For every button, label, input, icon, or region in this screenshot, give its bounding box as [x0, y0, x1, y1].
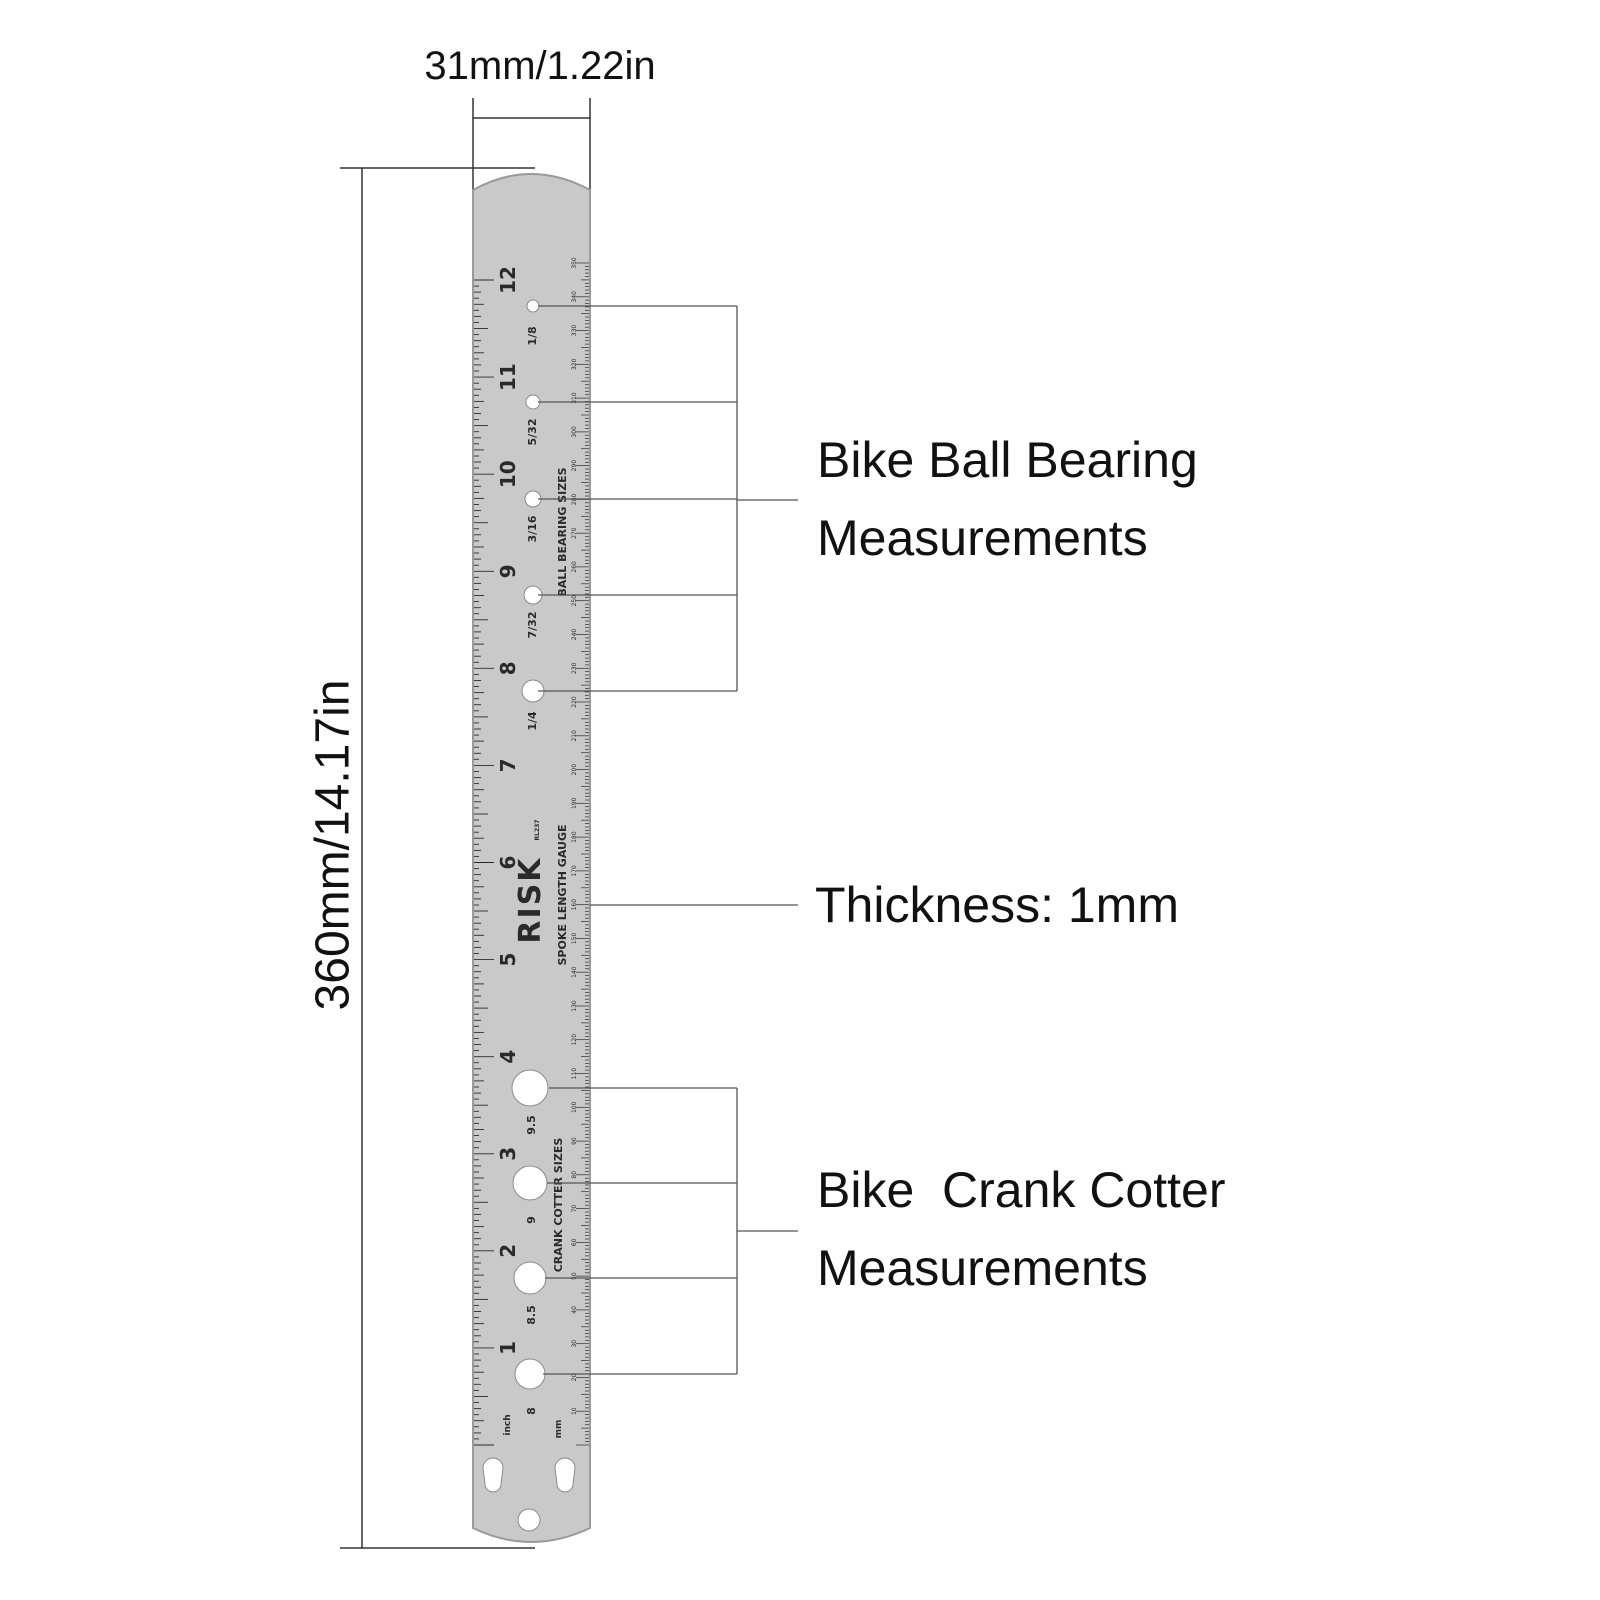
mm-number: 50 [571, 1272, 578, 1280]
mm-number: 10 [571, 1407, 578, 1415]
inch-number: 7 [496, 758, 520, 772]
mm-unit-label: mm [554, 1420, 564, 1439]
crank-cotter-hole [512, 1165, 548, 1201]
ruler-body [472, 173, 591, 1543]
inch-number: 10 [496, 460, 520, 488]
mm-number: 260 [571, 561, 578, 573]
model-number: RL237 [534, 820, 541, 841]
mm-number: 250 [571, 595, 578, 607]
mounting-holes [482, 1457, 576, 1532]
mm-number: 190 [571, 797, 578, 809]
ball-bearing-callout-line1: Bike Ball Bearing [817, 432, 1198, 488]
mm-number: 90 [571, 1137, 578, 1145]
ball-bearing-size-label: 3/16 [526, 515, 539, 542]
ball-bearing-section-label: BALL BEARING SIZES [556, 467, 569, 596]
mm-number: 160 [571, 899, 578, 911]
width-dimension-lines [340, 98, 591, 1549]
crank-cotter-hole [513, 1261, 547, 1295]
mm-number: 240 [571, 629, 578, 641]
ball-bearing-callout: Bike Ball Bearing Measurements [817, 421, 1198, 577]
ball-bearing-leader-lines [538, 305, 798, 692]
ball-bearing-size-label: 5/32 [526, 419, 539, 446]
inch-number: 4 [496, 1050, 520, 1064]
mm-number: 170 [571, 865, 578, 877]
tick-marks [474, 262, 589, 1446]
mm-number: 290 [571, 460, 578, 472]
mm-number: 60 [571, 1238, 578, 1246]
mm-number: 150 [571, 932, 578, 944]
ball-bearing-size-label: 1/4 [526, 711, 539, 731]
inch-unit-label: inch [503, 1414, 513, 1435]
mm-number: 330 [571, 325, 578, 337]
crank-cotter-size-label: 8 [525, 1407, 538, 1415]
mm-number: 270 [571, 527, 578, 539]
ball-bearing-size-label: 1/8 [526, 326, 539, 345]
measurement-holes [511, 299, 549, 1390]
inch-number: 1 [496, 1341, 520, 1355]
inch-number: 8 [496, 661, 520, 675]
mm-number: 320 [571, 358, 578, 370]
ball-bearing-size-label: 7/32 [526, 612, 539, 639]
crank-cotter-callout-line1: Bike Crank Cotter [817, 1162, 1226, 1218]
mm-number: 100 [571, 1101, 578, 1113]
mm-number: 180 [571, 831, 578, 843]
crank-cotter-size-label: 8.5 [525, 1305, 538, 1325]
inch-number: 6 [496, 856, 520, 870]
inch-number: 9 [496, 564, 520, 578]
mm-numbers: 10 20 30 40 50 60 70 80 90 100 110 120 130 140 150 160 1… [571, 257, 578, 1415]
mm-number: 110 [571, 1068, 578, 1080]
spoke-section-label: SPOKE LENGTH GAUGE [556, 825, 569, 966]
ball-bearing-callout-line2: Measurements [817, 510, 1148, 566]
mm-number: 80 [571, 1171, 578, 1179]
mm-number: 350 [571, 257, 578, 269]
mm-number: 310 [571, 392, 578, 404]
mm-number: 300 [571, 426, 578, 438]
mm-number: 70 [571, 1205, 578, 1213]
brand-logo: RISK [513, 856, 548, 943]
crank-cotter-size-label: 9 [525, 1216, 538, 1224]
crank-cotter-hole [514, 1358, 546, 1390]
mm-number: 340 [571, 291, 578, 303]
mm-number: 230 [571, 662, 578, 674]
mm-number: 210 [571, 730, 578, 742]
inch-number: 11 [496, 363, 520, 391]
mm-number: 130 [571, 1000, 578, 1012]
mm-number: 220 [571, 696, 578, 708]
inch-number: 5 [496, 953, 520, 967]
mm-number: 30 [571, 1340, 578, 1348]
width-dimension-label: 31mm/1.22in [424, 44, 656, 88]
inch-number: 12 [496, 266, 520, 294]
mm-number: 20 [571, 1374, 578, 1382]
mm-number: 140 [571, 966, 578, 978]
crank-cotter-callout: Bike Crank Cotter Measurements [817, 1151, 1225, 1307]
ball-bearing-hole [526, 299, 540, 313]
thickness-callout: Thickness: 1mm [815, 877, 1179, 933]
mm-number: 120 [571, 1034, 578, 1046]
mm-number: 200 [571, 764, 578, 776]
crank-cotter-callout-line2: Measurements [817, 1240, 1148, 1296]
inch-number: 3 [496, 1147, 520, 1161]
crank-cotter-size-label: 9.5 [525, 1115, 538, 1135]
ball-bearing-hole [525, 394, 541, 410]
inch-number: 2 [496, 1244, 520, 1258]
size-labels: 1/8 5/32 3/16 7/32 1/4 9.5 9 8.5 8 [525, 326, 539, 1414]
crank-cotter-leader-lines [543, 1087, 798, 1375]
mm-number: 40 [571, 1306, 578, 1314]
crank-section-label: CRANK COTTER SIZES [552, 1138, 565, 1273]
crank-cotter-hole [511, 1069, 549, 1107]
